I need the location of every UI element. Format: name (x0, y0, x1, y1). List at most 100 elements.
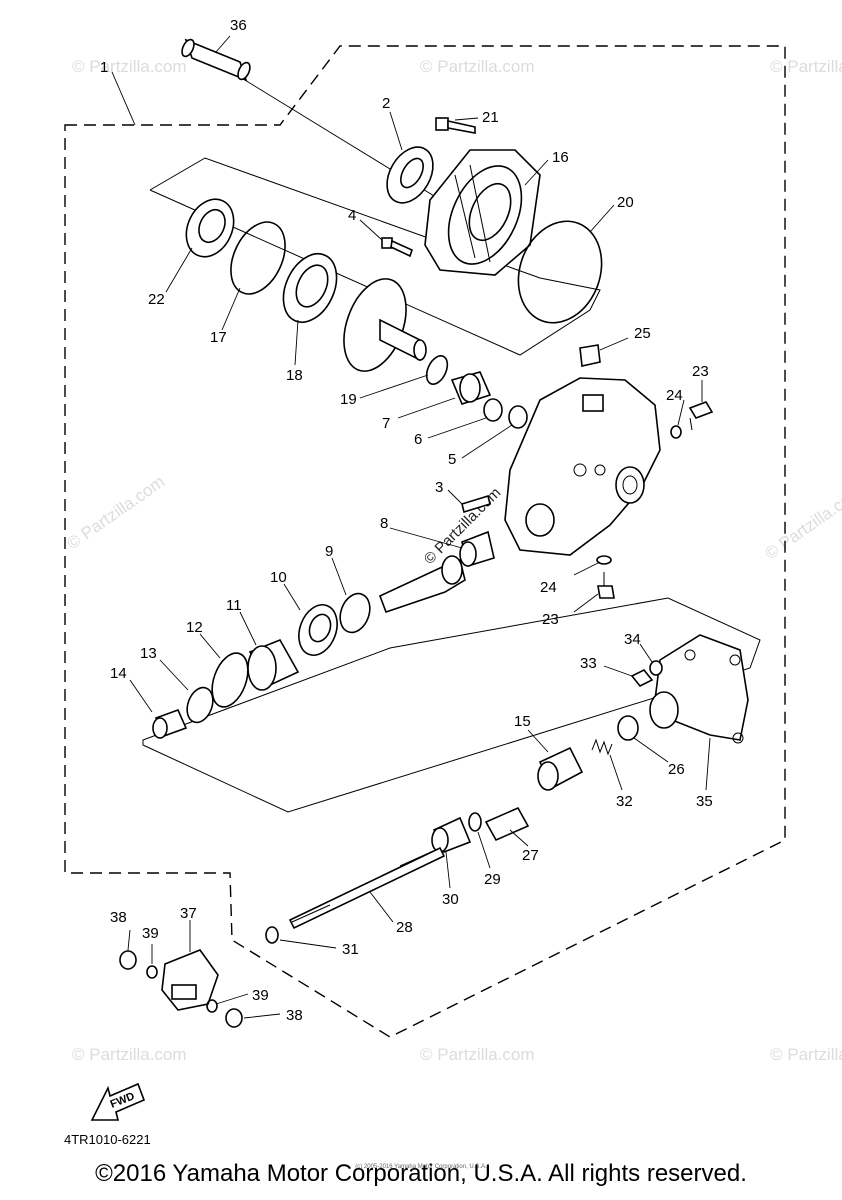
callout-27: 27 (522, 847, 539, 864)
part-39-circlip-upper (146, 965, 158, 979)
part-10-bearing (298, 604, 338, 656)
callout-39-upper: 39 (142, 925, 159, 942)
callout-3: 3 (435, 479, 443, 496)
final-gear-case (504, 377, 661, 556)
part-27-sleeve (484, 806, 530, 842)
part-38-bearing-lower (225, 1008, 243, 1028)
callout-17: 17 (210, 329, 227, 346)
callout-28: 28 (396, 919, 413, 936)
callout-22: 22 (148, 291, 165, 308)
part-32-spring (591, 738, 613, 756)
part-23-bolt-upper (688, 401, 714, 431)
pinion-gear (378, 555, 466, 614)
callout-18: 18 (286, 367, 303, 384)
callout-35: 35 (696, 793, 713, 810)
part-34-washer (649, 660, 663, 676)
part-17-o-ring (230, 221, 286, 295)
axis-line (234, 73, 471, 219)
part-33-nut (630, 668, 654, 688)
callout-37: 37 (180, 905, 197, 922)
callout-2: 2 (382, 95, 390, 112)
callout-34: 34 (624, 631, 641, 648)
callout-9: 9 (325, 543, 333, 560)
callout-23-upper: 23 (692, 363, 709, 380)
part-24-washer-lower (596, 555, 612, 565)
part-29-circlip (468, 812, 482, 832)
callout-24-lower: 24 (540, 579, 557, 596)
callout-5: 5 (448, 451, 456, 468)
part-26-seal (617, 715, 639, 741)
callout-1: 1 (100, 59, 108, 76)
callout-4: 4 (348, 207, 356, 224)
callout-10: 10 (270, 569, 287, 586)
callout-6: 6 (414, 431, 422, 448)
part-2-shim (386, 146, 434, 204)
fwd-arrow-icon: FWD (90, 1082, 146, 1121)
part-13-oil-seal (186, 686, 214, 724)
part-39-circlip-lower (206, 999, 218, 1013)
part-30-bearing (431, 816, 472, 854)
callout-23-lower: 23 (542, 611, 559, 628)
part-21-bolt (435, 117, 476, 134)
part-6-collar (483, 398, 503, 422)
callout-38-lower: 38 (286, 1007, 303, 1024)
part-20-o-ring (517, 220, 603, 324)
part-31-circlip (265, 926, 279, 944)
callout-8: 8 (380, 515, 388, 532)
copyright: ©2016 Yamaha Motor Corporation, U.S.A. A… (95, 1160, 747, 1187)
watermark: © Partzilla.com (770, 1045, 842, 1064)
callout-32: 32 (616, 793, 633, 810)
callout-12: 12 (186, 619, 203, 636)
callout-24-upper: 24 (666, 387, 683, 404)
callout-7: 7 (382, 415, 390, 432)
watermark: © Partzilla.com (420, 57, 535, 76)
watermark: © Partzilla.com (420, 1045, 535, 1064)
small-note: (c) 2005-2016 Yamaha Motor Corporation, … (355, 1164, 487, 1170)
watermark: © Partzilla.com (72, 1045, 187, 1064)
part-35-bracket (649, 634, 749, 744)
watermark: © Partzilla.com (63, 472, 168, 553)
callout-25: 25 (634, 325, 651, 342)
part-3-stud (461, 494, 491, 514)
part-12-o-ring (211, 652, 249, 708)
part-9-shim (339, 592, 371, 634)
callout-31: 31 (342, 941, 359, 958)
callout-14: 14 (110, 665, 127, 682)
part-28-drive-shaft (288, 846, 446, 930)
callout-39-lower: 39 (252, 987, 269, 1004)
callout-36: 36 (230, 17, 247, 34)
callout-15: 15 (514, 713, 531, 730)
callout-11: 11 (226, 597, 242, 614)
callout-19: 19 (340, 391, 357, 408)
callout-38-upper: 38 (110, 909, 127, 926)
lower-group-box (142, 597, 761, 813)
callout-16: 16 (552, 149, 569, 166)
part-19-shim (425, 355, 449, 385)
part-14-bushing (152, 708, 188, 739)
callouts: 36 1 2 21 16 20 4 22 17 18 19 7 6 5 25 2… (100, 17, 713, 1024)
assembly-boundary (64, 45, 786, 1038)
callout-21: 21 (482, 109, 499, 126)
part-8-bearing (459, 530, 495, 568)
part-4-bolt (381, 237, 413, 258)
part-25-cap (579, 344, 601, 367)
part-18-bearing (282, 253, 338, 323)
part-37-universal-joint (161, 949, 219, 1011)
part-23-bolt-lower (597, 572, 615, 599)
watermark: © Partzilla.com (761, 482, 842, 563)
callout-33: 33 (580, 655, 597, 672)
leader-lines (111, 35, 711, 1019)
part-36-pipe (181, 38, 251, 82)
drawing-code: 4TR1010-6221 (64, 1132, 151, 1147)
ring-gear (343, 278, 427, 372)
part-22-oil-seal (185, 198, 235, 258)
part-15-coupling (537, 746, 584, 791)
watermark: © Partzilla.com (72, 57, 187, 76)
watermark: © Partzilla.com (770, 57, 842, 76)
callout-26: 26 (668, 761, 685, 778)
part-11-nut (247, 638, 300, 691)
part-5-bushing (508, 405, 528, 429)
callout-13: 13 (140, 645, 157, 662)
part-24-washer-upper (670, 425, 682, 439)
callout-29: 29 (484, 871, 501, 888)
